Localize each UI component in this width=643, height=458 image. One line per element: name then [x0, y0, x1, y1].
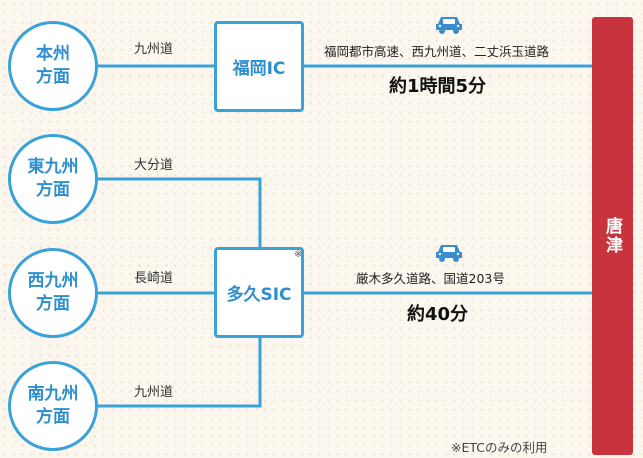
- line-minami-taku: [98, 338, 262, 408]
- fukuoka-ic-box: 福岡IC: [214, 21, 304, 112]
- route-bottom-via: 厳木多久道路、国道203号: [356, 271, 505, 286]
- origin-honshu-line2: 方面: [36, 67, 70, 87]
- origin-nishi-line2: 方面: [36, 294, 70, 314]
- origin-nishi-kyushu: 西九州 方面: [8, 248, 98, 338]
- taku-sic-note-mark: ※: [294, 249, 303, 260]
- destination-label: 唐津: [602, 217, 622, 255]
- route-bottom-time: 約40分: [407, 304, 469, 325]
- footnote: ※ETCのみの利用: [451, 440, 548, 455]
- taku-sic-label: 多久SIC: [226, 285, 292, 305]
- origin-higashi-line2: 方面: [36, 180, 70, 200]
- road-label-higashi: 大分道: [134, 158, 174, 173]
- origin-minami-line2: 方面: [36, 407, 70, 427]
- origin-minami-line1: 南九州: [27, 384, 79, 404]
- road-label-honshu: 九州道: [134, 42, 174, 57]
- origin-honshu: 本州 方面: [8, 21, 98, 111]
- origin-minami-kyushu: 南九州 方面: [8, 361, 98, 451]
- line-higashi-taku: [98, 177, 262, 247]
- route-top-time: 約1時間5分: [389, 76, 487, 97]
- origin-honshu-line1: 本州: [36, 44, 70, 64]
- road-label-minami: 九州道: [134, 385, 174, 400]
- taku-sic-box: 多久SIC: [214, 247, 304, 338]
- car-icon: [436, 245, 462, 262]
- origin-nishi-line1: 西九州: [27, 271, 79, 291]
- origin-higashi-line1: 東九州: [27, 157, 79, 177]
- car-icon: [436, 17, 462, 34]
- destination-karatsu: 唐津: [592, 17, 633, 455]
- origin-higashi-kyushu: 東九州 方面: [8, 134, 98, 224]
- route-top-via: 福岡都市高速、西九州道、二丈浜玉道路: [324, 44, 550, 59]
- road-label-nishi: 長崎道: [134, 271, 174, 286]
- fukuoka-ic-label: 福岡IC: [232, 59, 286, 79]
